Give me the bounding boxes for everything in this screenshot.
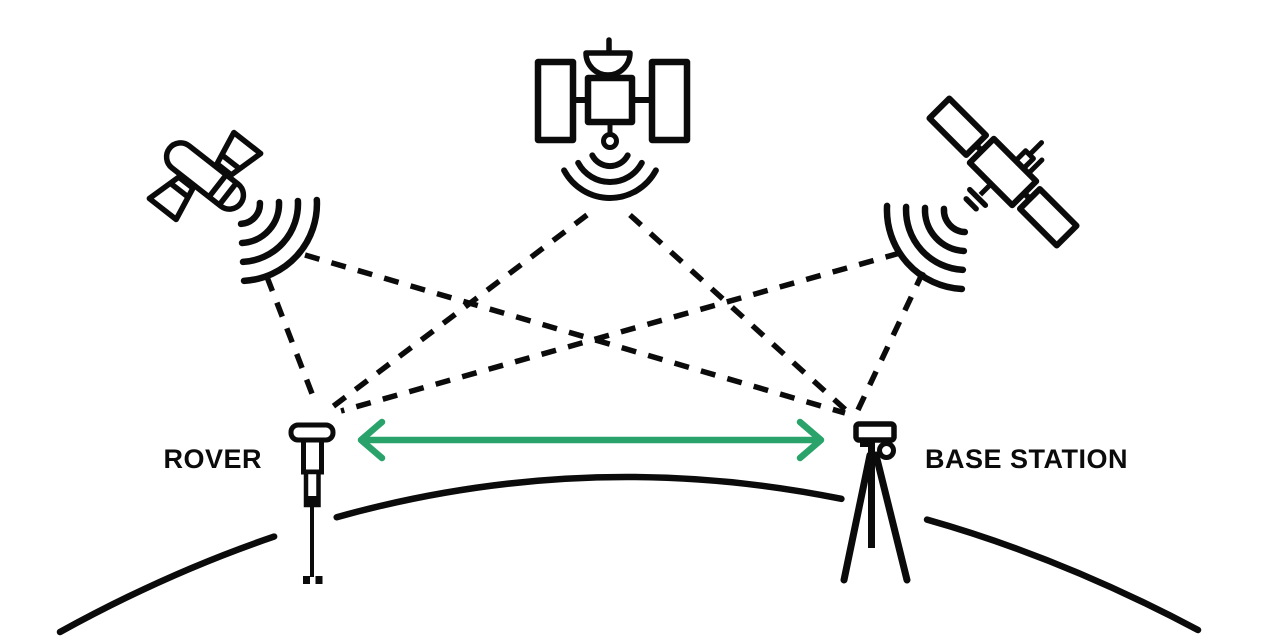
signal-right-sat-to-rover (340, 250, 901, 414)
satellite-left-icon (146, 129, 321, 285)
satellite-center-icon (534, 37, 691, 201)
signal-center-sat-to-rover (329, 212, 589, 411)
signal-left-sat-to-base (304, 252, 846, 416)
radio-waves-left (237, 196, 321, 285)
radio-waves-right (883, 202, 969, 293)
signal-left-sat-to-rover (264, 276, 319, 405)
base-station-icon (840, 421, 911, 584)
earth-curve (56, 473, 1202, 636)
base-station-label: BASE STATION (925, 444, 1128, 474)
baseline-arrow-icon (357, 418, 825, 462)
signal-center-sat-to-base (628, 212, 850, 415)
satellite-signal-lines (264, 212, 926, 416)
satellite-right-icon (883, 95, 1080, 293)
signal-right-sat-to-base (854, 270, 926, 414)
rover-label: ROVER (163, 444, 262, 474)
radio-waves-center (561, 152, 659, 201)
rover-icon (288, 422, 336, 584)
